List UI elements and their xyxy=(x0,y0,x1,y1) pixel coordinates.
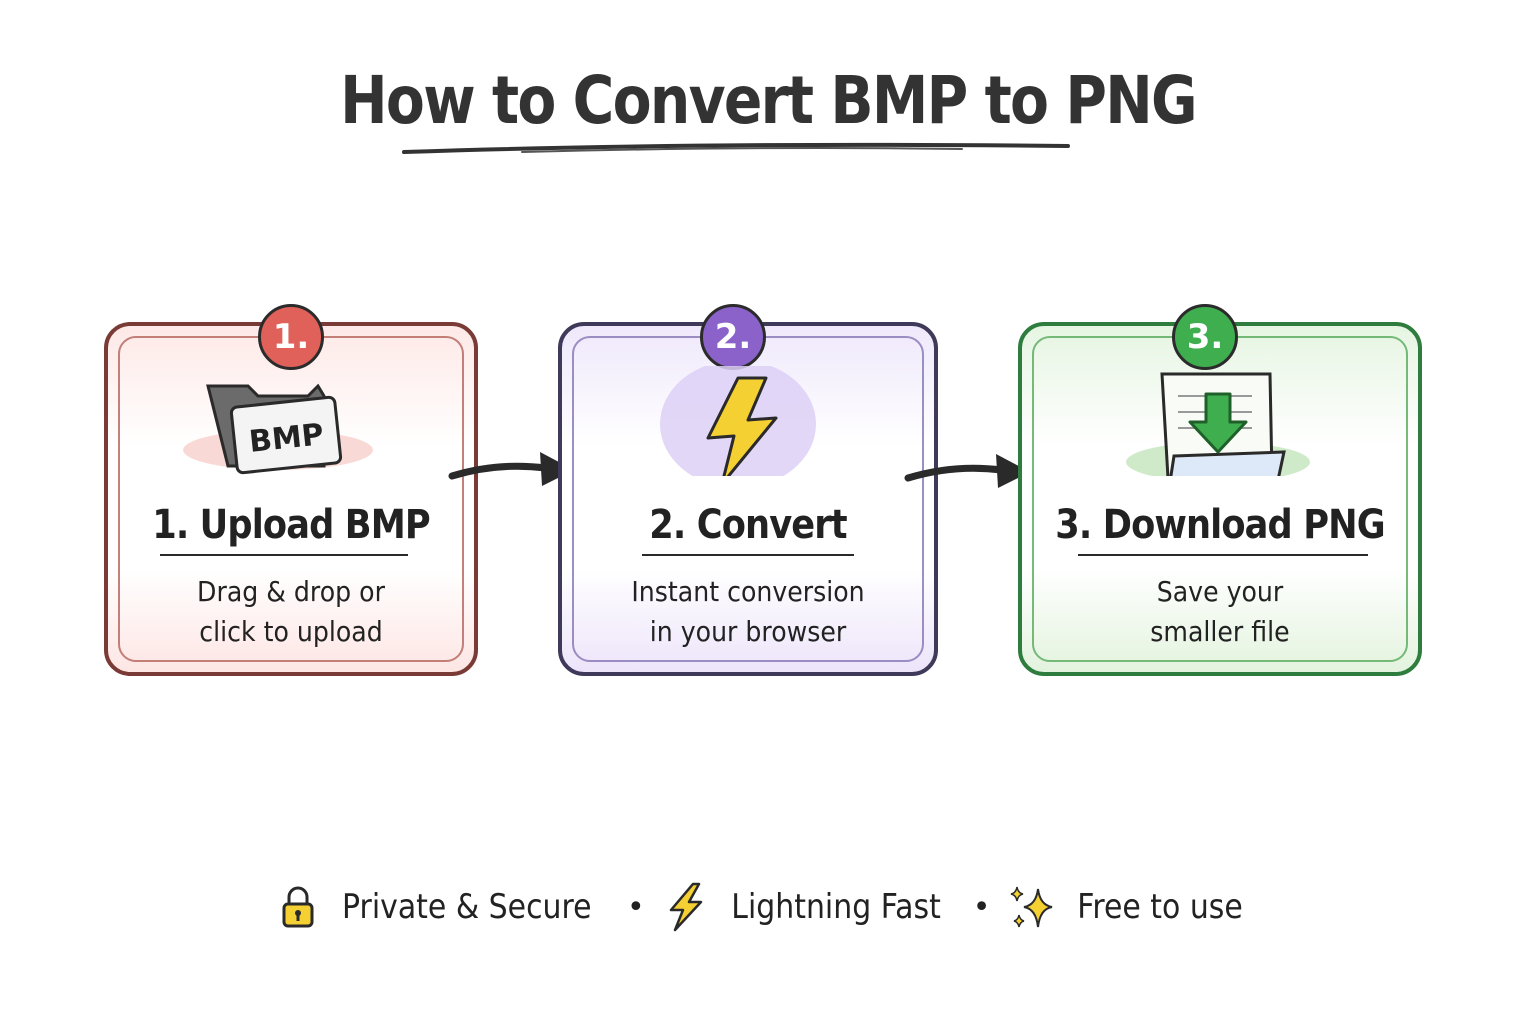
step-number-badge: 1. xyxy=(258,304,324,370)
step-card-convert: 2. 2. Convert Instant conversion in your… xyxy=(558,304,938,676)
feature-private: Private & Secure xyxy=(281,885,609,929)
step-title-underline xyxy=(642,554,854,556)
step-title: 1. Upload BMP xyxy=(152,502,430,548)
step-description-line: smaller file xyxy=(1150,615,1290,648)
folder-bmp-icon: BMP xyxy=(183,383,373,475)
lock-icon xyxy=(282,886,314,928)
step-number-badge: 2. xyxy=(700,304,766,370)
step-title-underline xyxy=(160,554,408,556)
lightning-icon xyxy=(669,882,702,932)
step-description-line: click to upload xyxy=(199,615,383,648)
step-title-underline xyxy=(1078,554,1368,556)
sparkles-icon xyxy=(1011,886,1053,928)
feature-bar: Private & Secure • Lightning Fast • Free… xyxy=(0,882,1536,932)
step-title: 3. Download PNG xyxy=(1055,502,1385,548)
step-number-badge: 3. xyxy=(1172,304,1238,370)
feature-fast: Lightning Fast xyxy=(663,882,955,932)
feature-free: Free to use xyxy=(1008,883,1254,931)
step-card-upload: 1. BMP 1. Upload BMP Drag & drop or clic… xyxy=(104,304,478,676)
step-description: Drag & drop or click to upload xyxy=(126,572,455,652)
step-description-line: Instant conversion xyxy=(631,575,865,608)
feature-label: Free to use xyxy=(1077,887,1244,927)
step-description-line: Save your xyxy=(1156,575,1284,608)
step-card-download: 3. 3. Download PNG Save your smaller fil… xyxy=(1018,304,1422,676)
feature-label: Private & Secure xyxy=(342,887,592,927)
arrow-right-icon xyxy=(448,452,574,486)
arrow-right-icon xyxy=(904,454,1030,488)
feature-label: Lightning Fast xyxy=(730,887,941,927)
folder-label: BMP xyxy=(247,417,325,460)
download-file-icon xyxy=(1126,372,1310,476)
lightning-icon xyxy=(660,366,816,476)
separator: • xyxy=(972,889,991,925)
step-description: Save your smaller file xyxy=(1042,572,1398,652)
step-description: Instant conversion in your browser xyxy=(581,572,916,652)
separator: • xyxy=(626,889,645,925)
page-title: How to Convert BMP to PNG xyxy=(340,62,1197,139)
step-description-line: in your browser xyxy=(649,615,847,648)
step-description-line: Drag & drop or xyxy=(197,575,385,608)
step-title: 2. Convert xyxy=(649,502,847,548)
title-underline xyxy=(402,142,1070,154)
